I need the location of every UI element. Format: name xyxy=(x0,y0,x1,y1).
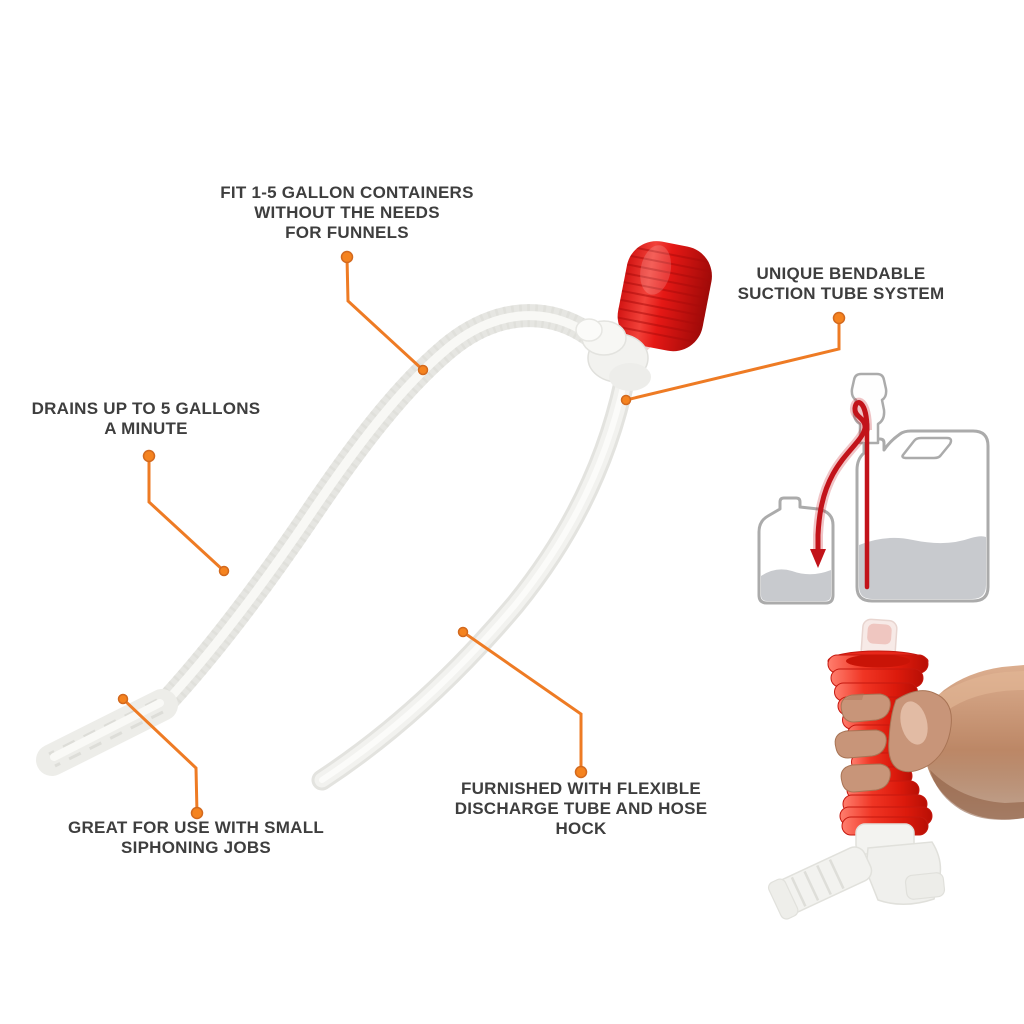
leader-line-furnished xyxy=(457,626,588,779)
callout-text-line: FOR FUNNELS xyxy=(285,223,409,242)
callout-text-line: DISCHARGE TUBE AND HOSE xyxy=(454,799,708,818)
leader-dot xyxy=(117,693,129,705)
leader-line-great xyxy=(117,693,204,820)
leader-dot xyxy=(457,626,469,638)
callout-fit-gallon-containers: FIT 1-5 GALLON CONTAINERS WITHOUT THE NE… xyxy=(187,183,507,243)
large-container-handle xyxy=(901,436,953,460)
callout-great-for-siphoning: GREAT FOR USE WITH SMALL SIPHONING JOBS xyxy=(46,818,346,858)
callout-text-line: WITHOUT THE NEEDS xyxy=(254,203,440,222)
leader-dot xyxy=(832,311,846,325)
leader-line-drains xyxy=(142,449,230,577)
leader-line-fit xyxy=(340,250,429,376)
callout-text-line: SIPHONING JOBS xyxy=(121,838,271,857)
leader-lines xyxy=(117,250,846,820)
leader-dot xyxy=(218,565,230,577)
leader-line-unique xyxy=(620,311,846,406)
callout-text-line: HOCK xyxy=(555,819,607,838)
callout-drains-gallons: DRAINS UP TO 5 GALLONS A MINUTE xyxy=(0,399,292,439)
leader-dot xyxy=(340,250,354,264)
hand-photo xyxy=(767,618,1024,920)
callout-unique-bendable: UNIQUE BENDABLE SUCTION TUBE SYSTEM xyxy=(691,264,991,304)
siphon-pump-illustration xyxy=(36,241,718,791)
tube-junction xyxy=(575,318,651,391)
callout-furnished-flexible: FURNISHED WITH FLEXIBLE DISCHARGE TUBE A… xyxy=(431,779,731,839)
thumbnail xyxy=(900,701,928,745)
leader-dot xyxy=(142,449,156,463)
discharge-tube xyxy=(311,367,636,791)
pump-bottom-fitting xyxy=(767,823,946,920)
small-container-liquid xyxy=(761,569,831,601)
leader-dot xyxy=(417,364,429,376)
pump-bulb xyxy=(612,241,718,352)
pump-spout xyxy=(767,846,873,920)
flow-arrow xyxy=(810,549,826,568)
callout-text-line: UNIQUE BENDABLE xyxy=(756,264,926,283)
callout-text-line: FIT 1-5 GALLON CONTAINERS xyxy=(220,183,474,202)
callout-text-line: FURNISHED WITH FLEXIBLE xyxy=(461,779,701,798)
hand-thumb xyxy=(888,690,952,773)
callout-text-line: A MINUTE xyxy=(104,419,188,438)
callout-text-line: GREAT FOR USE WITH SMALL xyxy=(68,818,324,837)
hand-fingers xyxy=(834,693,891,793)
callout-text-line: DRAINS UP TO 5 GALLONS xyxy=(31,399,261,418)
leader-dot xyxy=(190,806,204,820)
leader-dot xyxy=(574,765,588,779)
leader-dot xyxy=(620,394,632,406)
suction-tube xyxy=(36,304,616,776)
callout-text-line: SUCTION TUBE SYSTEM xyxy=(737,284,945,303)
diagram-red-tube xyxy=(810,397,872,590)
large-container-liquid xyxy=(859,536,986,599)
containers-diagram xyxy=(757,372,990,605)
